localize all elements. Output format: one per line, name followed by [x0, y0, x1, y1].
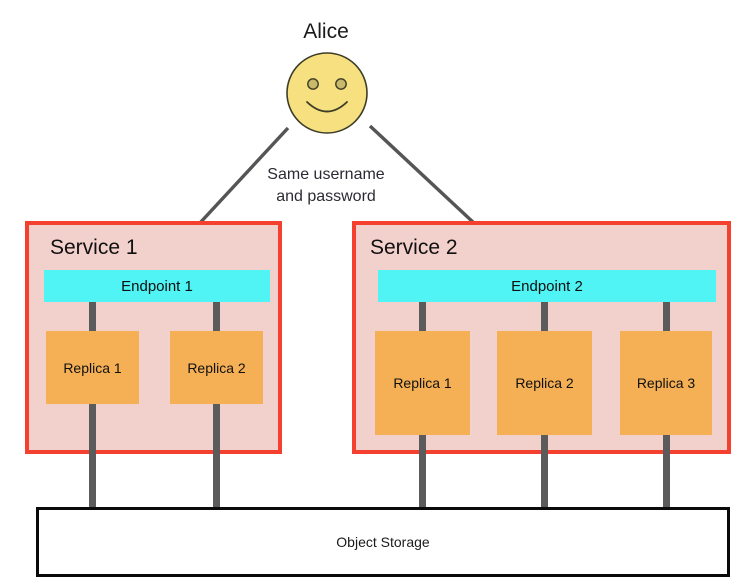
- pipe-endpoint2-replica1: [419, 301, 426, 333]
- object-storage-box[interactable]: Object Storage: [36, 507, 730, 577]
- service-2-replica-2[interactable]: Replica 2: [497, 331, 592, 435]
- service-1-replica-2[interactable]: Replica 2: [170, 331, 263, 404]
- pipe-endpoint2-replica2: [541, 301, 548, 333]
- person-label-alice: Alice: [303, 20, 349, 43]
- pipe-s1-replica1-storage: [89, 402, 96, 509]
- pipe-endpoint1-replica2: [213, 301, 220, 333]
- service-1-title: Service 1: [50, 236, 138, 259]
- pipe-s2-replica2-storage: [541, 433, 548, 509]
- pipe-s2-replica3-storage: [663, 433, 670, 509]
- service-2-title: Service 2: [370, 236, 458, 259]
- arrow-caption: Same username and password: [236, 164, 416, 207]
- endpoint-2-box[interactable]: Endpoint 2: [378, 270, 716, 302]
- arrow-caption-line2: and password: [276, 187, 376, 205]
- pipe-s2-replica1-storage: [419, 433, 426, 509]
- service-2-replica-3[interactable]: Replica 3: [620, 331, 712, 435]
- service-1-replica-1[interactable]: Replica 1: [46, 331, 139, 404]
- pipe-endpoint1-replica1: [89, 301, 96, 333]
- smiley-face-icon: [286, 52, 368, 134]
- service-2-replica-1[interactable]: Replica 1: [375, 331, 470, 435]
- pipe-s1-replica2-storage: [213, 402, 220, 509]
- arrow-caption-line1: Same username: [267, 166, 385, 183]
- endpoint-1-box[interactable]: Endpoint 1: [44, 270, 270, 302]
- pipe-endpoint2-replica3: [663, 301, 670, 333]
